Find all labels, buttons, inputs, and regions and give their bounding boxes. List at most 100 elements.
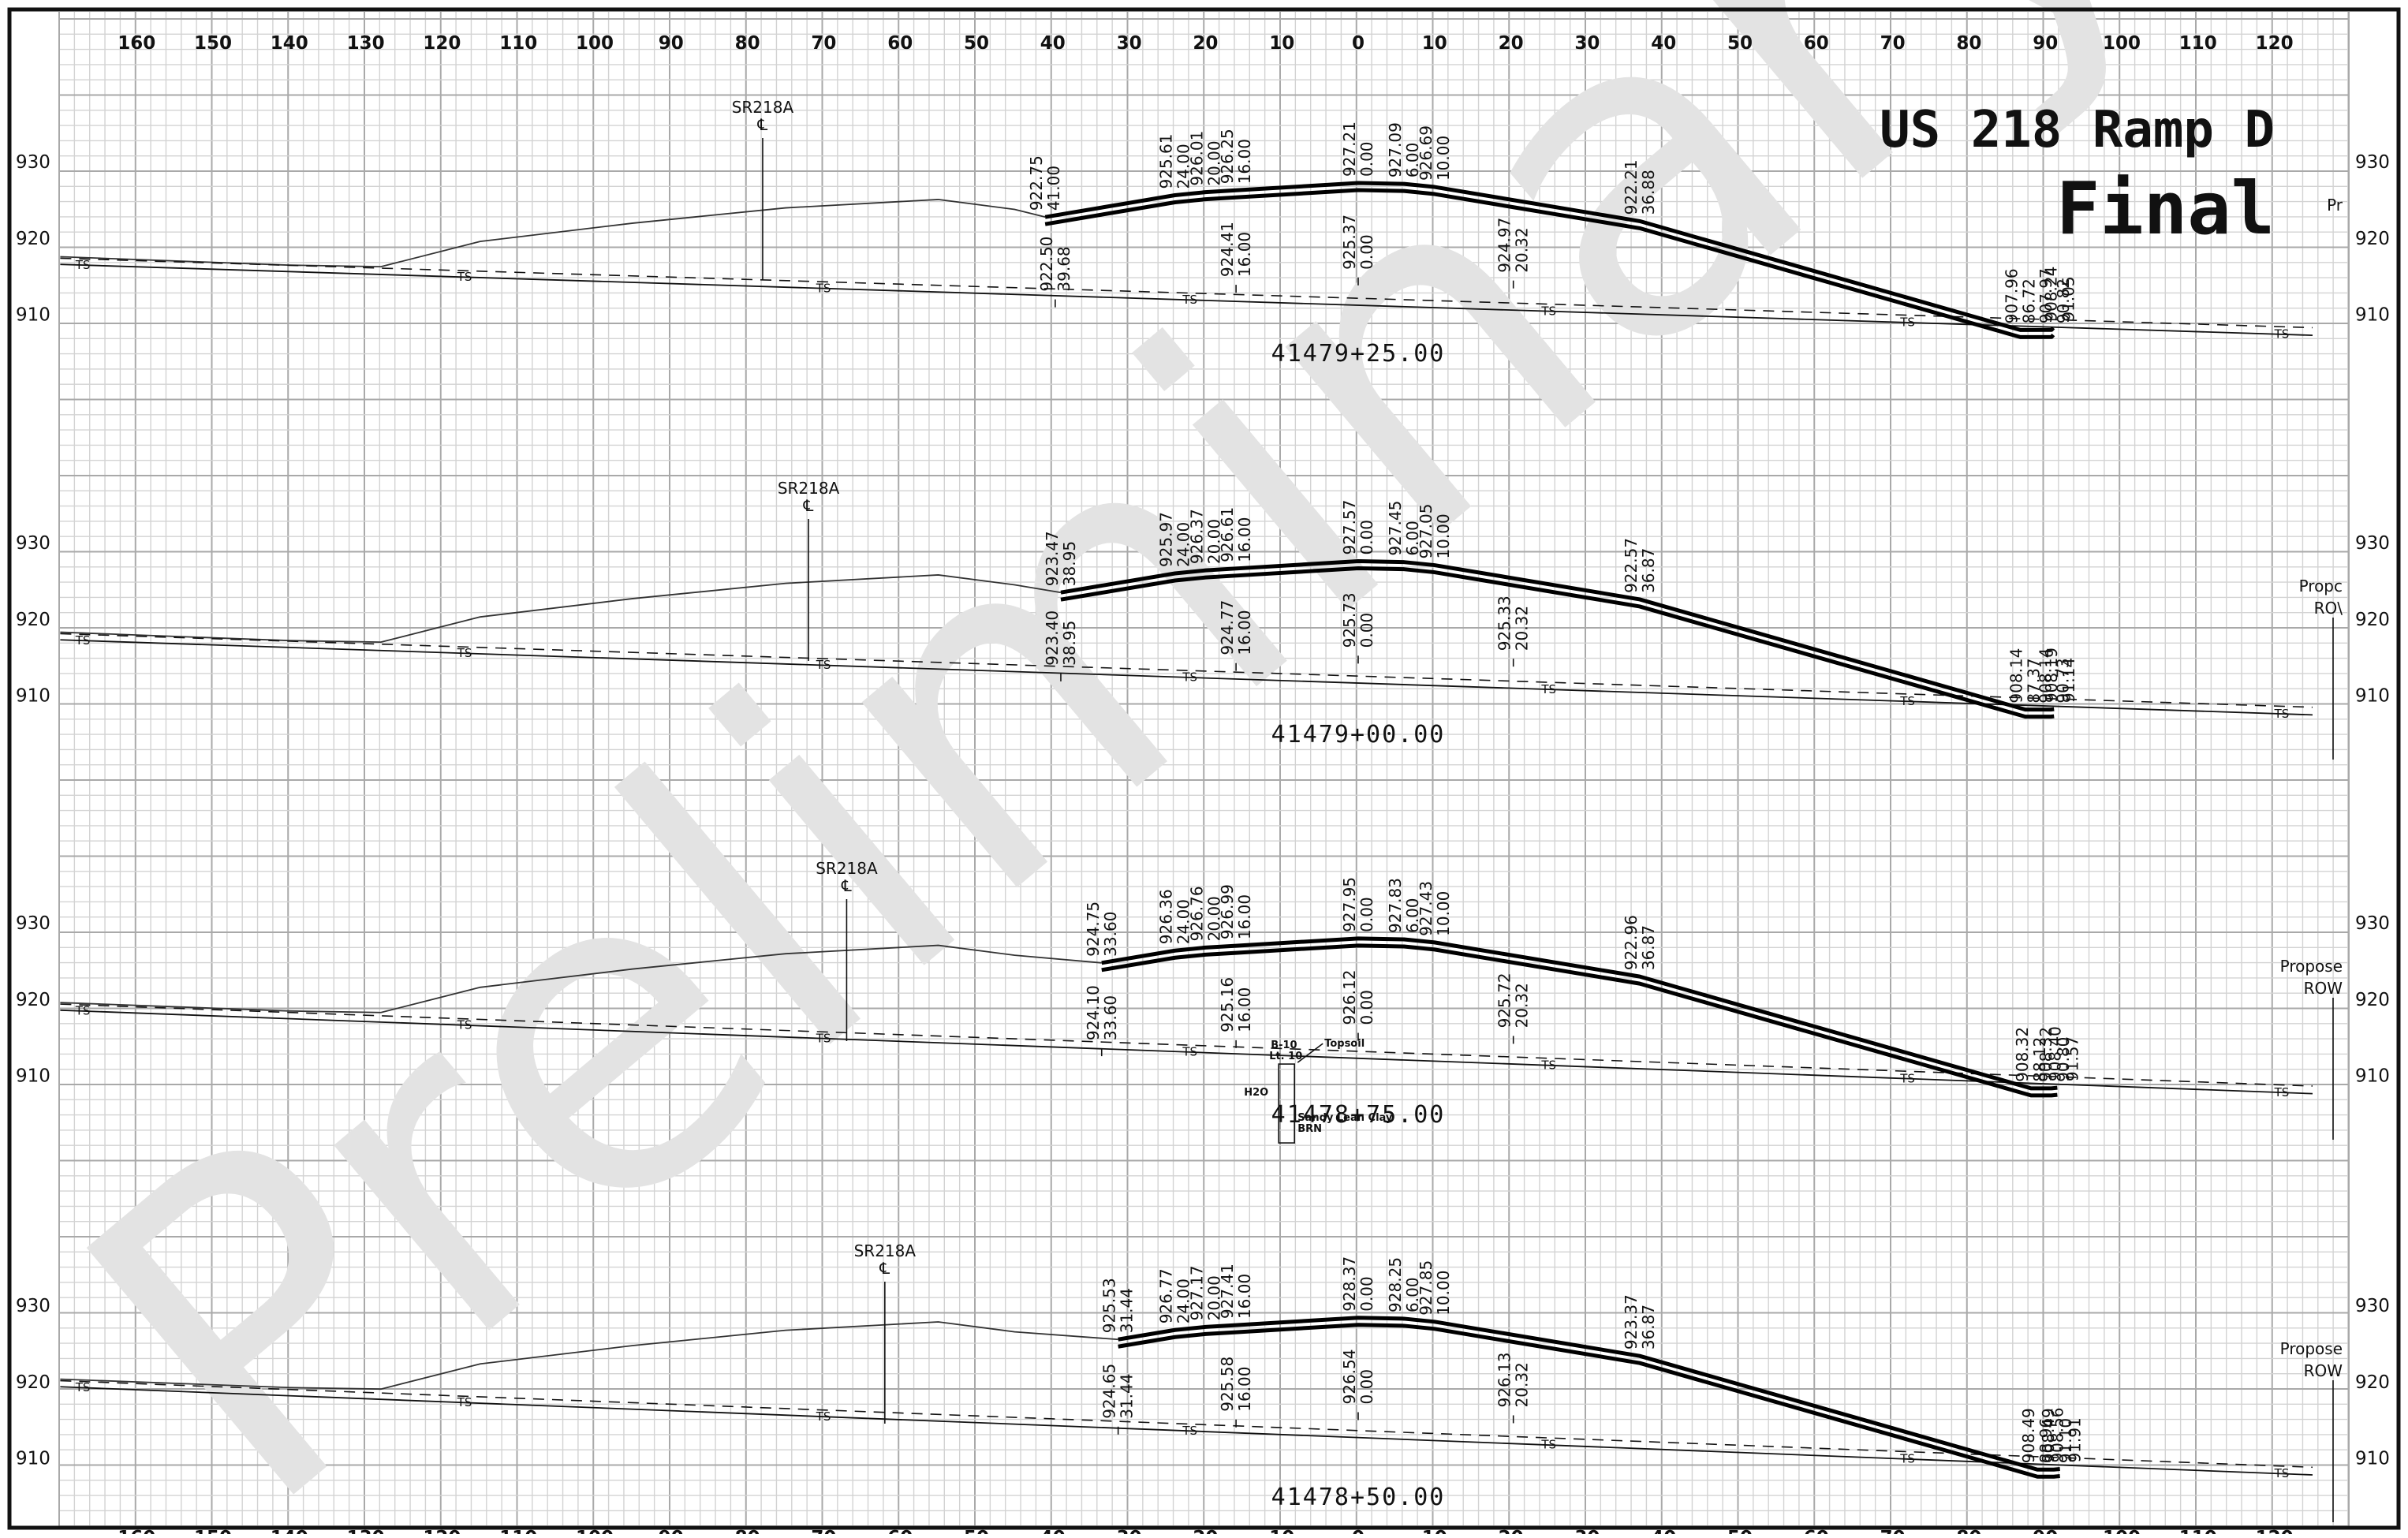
offset-label-top: 110 [2179,33,2217,54]
elevation-label-left: 910 [16,1449,50,1469]
elevation-offset-label: 927.096.00 [1386,122,1422,177]
elevation-offset-label: 927.0510.00 [1417,504,1453,559]
ts-marker: TS [457,270,472,284]
offset-label-top: 140 [271,33,308,54]
offset-label-top: 30 [1574,33,1600,54]
offset-label-top: 60 [1804,33,1829,54]
elevation-offset-label: 925.6124.00 [1157,134,1193,189]
elevation-offset-label: 908.4991.10 [2039,1408,2075,1463]
offset-label-top: 50 [1727,33,1753,54]
elevation-label-left: 930 [16,1296,50,1316]
ts-marker: TS [816,281,831,295]
ts-marker: TS [1182,293,1197,307]
elevation-offset-label-lower: 924.7716.00 [1218,600,1254,655]
elevation-label-left: 930 [16,533,50,554]
elevation-offset-label: 923.3736.87 [1622,1294,1658,1349]
offset-label-top: 120 [423,33,461,54]
elevation-offset-label: 927.456.00 [1386,501,1422,556]
elevation-offset-label: 926.3720.00 [1187,509,1223,564]
ts-marker: TS [1540,304,1556,318]
ts-dashed-line [60,1379,2313,1469]
row-label-2: ROW [2304,979,2343,998]
elevation-label-right: 920 [2355,1372,2390,1393]
proposed-surface-top [1101,936,2058,1091]
elevation-label-right: 930 [2355,913,2390,934]
offset-label-top: 40 [1651,33,1676,54]
elevation-offset-label: 927.836.00 [1386,878,1422,933]
offset-label-top: 100 [576,33,614,54]
elevation-offset-label: 926.9916.00 [1218,884,1254,939]
boring-offset: Lt. 10 [1269,1051,1302,1062]
elevation-offset-label-lower: 925.1616.00 [1218,977,1254,1032]
offset-label-top: 50 [964,33,989,54]
boring-layer-clay: Sandy Lean Clay [1297,1112,1393,1124]
elevation-label-left: 910 [16,305,50,326]
elevation-offset-label: 908.4988.96 [2019,1408,2055,1463]
row-label: Propc [2299,577,2343,595]
ts-marker: TS [2274,1466,2290,1480]
elevation-offset-label: 926.7724.00 [1157,1268,1193,1323]
existing-ground-line [60,574,1062,644]
elevation-offset-label: 927.1720.00 [1187,1265,1223,1320]
ts-marker: TS [1182,670,1197,685]
elevation-offset-label-lower: 923.4038.95 [1043,610,1079,666]
centerline-symbol: ℄ [803,496,814,515]
elevation-offset-label: 927.210.00 [1340,121,1376,177]
elevation-offset-label: 927.950.00 [1340,877,1376,932]
elevation-offset-label-lower: 924.1033.60 [1084,985,1120,1040]
elevation-offset-label: 908.1487.37 [2007,648,2044,704]
elevation-offset-label: 908.1490.73 [2036,648,2072,704]
sr218a-label: SR218A [816,859,878,878]
elevation-offset-label: 922.9636.87 [1622,915,1658,970]
offset-label-top: 60 [887,33,913,54]
elevation-offset-label: 924.7533.60 [1084,902,1120,957]
boring-color: BRN [1297,1123,1322,1135]
elevation-offset-label: 926.0120.00 [1187,131,1223,186]
ts-marker: TS [457,1017,472,1032]
row-label-2: ROW [2304,1361,2343,1380]
elevation-offset-label: 926.2516.00 [1218,129,1254,184]
elevation-label-left: 920 [16,990,50,1010]
elevation-offset-label: 907.9686.72 [2002,268,2038,323]
elevation-label-left: 930 [16,152,50,173]
centerline-symbol: ℄ [841,876,852,895]
sr218a-label: SR218A [732,98,794,117]
title-block: US 218 Ramp D Final [1880,101,2275,251]
proposed-surface-top [1060,559,2055,712]
offset-label-top: 80 [735,33,760,54]
elevation-offset-label: 927.570.00 [1340,500,1376,555]
elevation-offset-label-lower: 924.9720.32 [1495,218,1532,273]
ts-marker: TS [75,633,91,648]
elevation-offset-label-lower: 925.5816.00 [1218,1357,1254,1412]
station-label: 41479+00.00 [1271,721,1446,748]
elevation-offset-label-lower: 924.6531.44 [1100,1364,1137,1419]
elevation-offset-label: 908.3288.12 [2013,1027,2049,1082]
offset-label-top: 80 [1956,33,1981,54]
elevation-label-right: 920 [2355,990,2390,1010]
elevation-label-left: 910 [16,1066,50,1087]
ts-marker: TS [75,1004,91,1018]
offset-label-top: 120 [2256,33,2294,54]
elevation-offset-label: 923.4738.95 [1043,531,1079,586]
elevation-label-right: 910 [2355,1449,2390,1469]
elevation-offset-label: 925.9724.00 [1157,512,1193,567]
ts-marker: TS [816,658,831,672]
ts-marker: TS [1899,694,1915,708]
elevation-label-right: 930 [2355,152,2390,173]
ts-line [60,1386,2313,1476]
ts-line [60,639,2313,716]
proposed-surface-base [1060,566,2055,719]
elevation-offset-label-lower: 925.3320.32 [1495,595,1532,651]
elevation-label-left: 920 [16,610,50,630]
ts-marker: TS [1540,1058,1556,1072]
elevation-offset-label-lower: 925.7220.32 [1495,972,1532,1028]
elevation-label-right: 910 [2355,1066,2390,1087]
offset-label-top: 90 [2033,33,2058,54]
offset-label-top: 150 [194,33,232,54]
elevation-offset-label: 922.7541.00 [1027,155,1063,211]
sheet-frame [7,7,2401,1530]
